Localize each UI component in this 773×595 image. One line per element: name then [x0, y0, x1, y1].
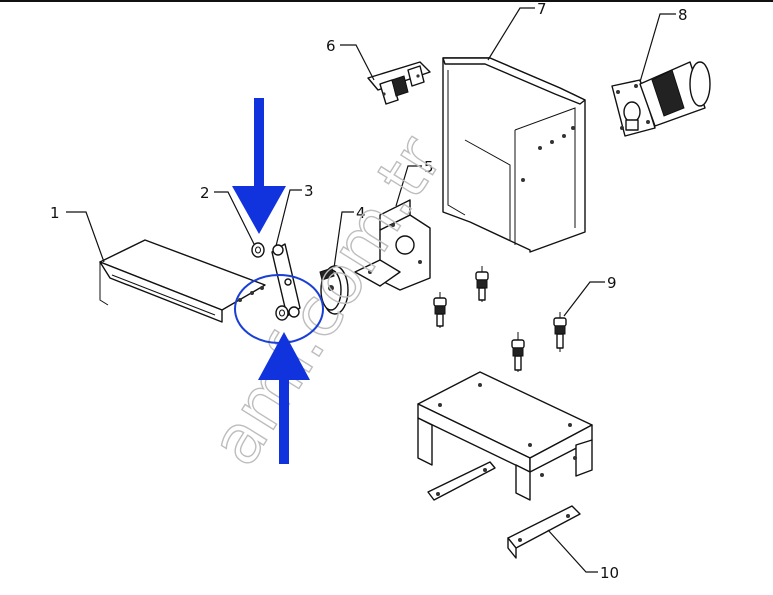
mount-a — [433, 292, 447, 328]
mount-d — [553, 312, 567, 352]
mount-c — [511, 332, 525, 372]
callout-8: 8 — [678, 6, 688, 24]
callout-10: 10 — [600, 564, 619, 582]
part-10-angle-bracket — [507, 505, 581, 559]
part-8-motor — [611, 61, 711, 137]
callout-labels: 1 2 3 4 5 6 7 8 9 10 — [50, 0, 688, 582]
arrow-up-icon — [258, 332, 310, 464]
callout-4: 4 — [356, 204, 366, 222]
strip-bar — [427, 461, 496, 501]
callout-7: 7 — [537, 0, 547, 18]
mount-b — [475, 266, 489, 302]
part-1-tray — [99, 239, 266, 323]
callout-9: 9 — [607, 274, 617, 292]
callout-5: 5 — [424, 158, 434, 176]
part-5-bracket — [354, 199, 431, 291]
part-2-nuts — [251, 242, 289, 321]
part-3-link-arm — [271, 243, 301, 318]
callout-1: 1 — [50, 204, 60, 222]
part-9-mounts — [433, 266, 567, 372]
callout-6: 6 — [326, 37, 336, 55]
part-7-housing — [442, 57, 586, 253]
leader-lines — [66, 7, 676, 573]
arrow-down-icon — [232, 98, 286, 234]
callout-3: 3 — [304, 182, 314, 200]
base-frame — [417, 371, 593, 501]
part-4-cam — [319, 265, 349, 315]
part-6-hinge — [367, 61, 431, 105]
callout-2: 2 — [200, 184, 210, 202]
